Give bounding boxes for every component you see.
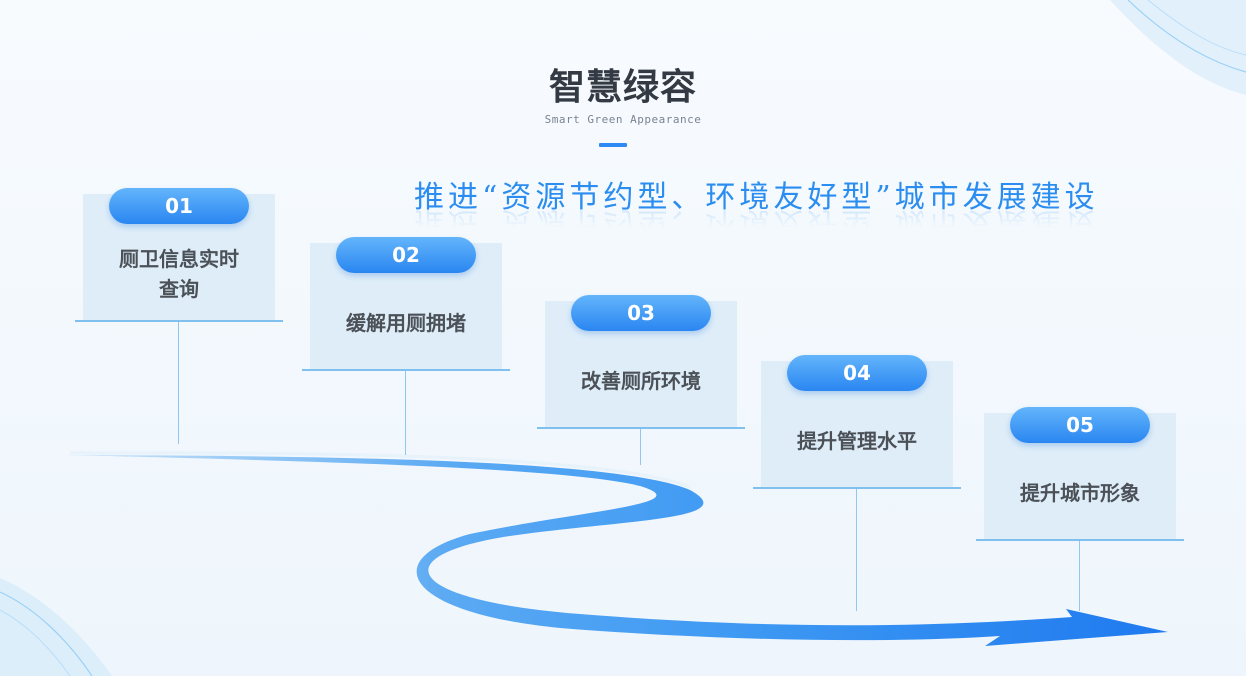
step-base-line <box>976 539 1184 541</box>
step-label: 缓解用厕拥堵 <box>346 311 466 335</box>
step-number-badge: 04 <box>787 355 927 391</box>
step-label: 厕卫信息实时查询 <box>119 247 239 301</box>
step-number-badge: 03 <box>571 295 711 331</box>
step-stem <box>178 322 179 444</box>
step-base-line <box>75 320 283 322</box>
step-label: 提升管理水平 <box>797 429 917 453</box>
step-label: 改善厕所环境 <box>581 369 701 393</box>
step-number-badge: 01 <box>109 188 249 224</box>
page-title: 智慧绿容 <box>548 67 697 108</box>
step-stem <box>640 429 641 465</box>
step-base-line <box>302 369 510 371</box>
page-subtitle: Smart Green Appearance <box>544 113 702 126</box>
step-stem <box>856 489 857 611</box>
step-number-badge: 02 <box>336 237 476 273</box>
title-underline <box>599 143 627 147</box>
step-stem <box>405 371 406 455</box>
slogan: 推进“资源节约型、环境友好型”城市发展建设 <box>414 180 1099 215</box>
step-base-line <box>537 427 745 429</box>
step-stem <box>1079 541 1080 611</box>
step-label: 提升城市形象 <box>1020 481 1140 505</box>
step-base-line <box>753 487 961 489</box>
step-number-badge: 05 <box>1010 407 1150 443</box>
